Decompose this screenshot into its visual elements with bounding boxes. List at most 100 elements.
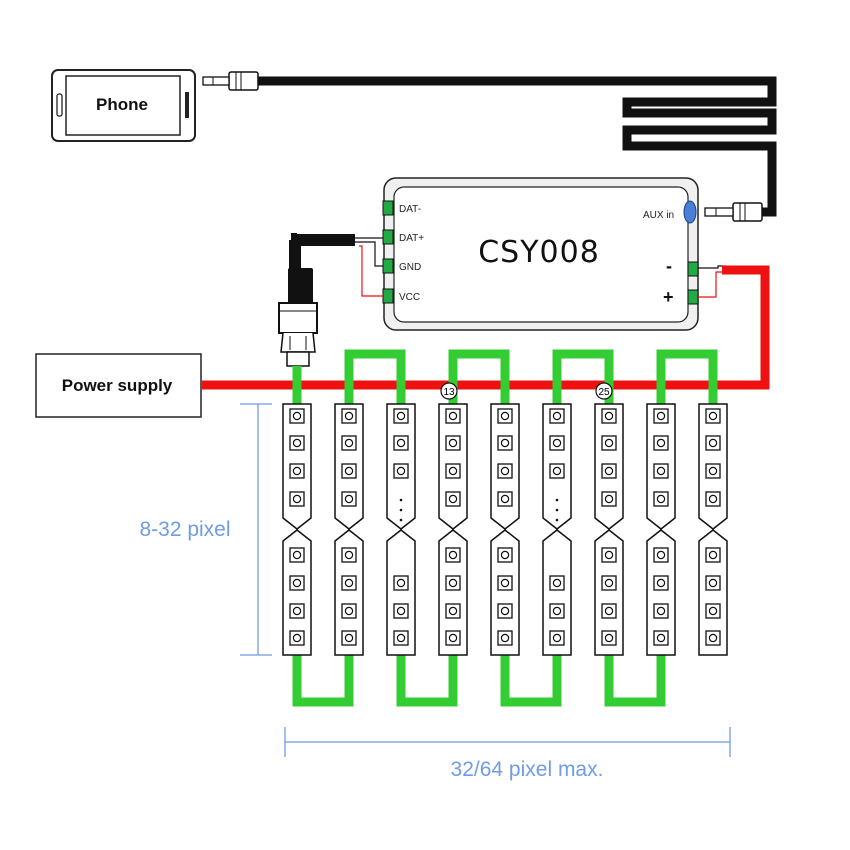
led-pixel — [549, 435, 565, 451]
led-pixel — [705, 463, 721, 479]
led-pixel — [289, 463, 305, 479]
led-pixel — [705, 435, 721, 451]
marker-25-label: 25 — [598, 387, 610, 398]
led-strip — [698, 403, 728, 656]
led-pixel — [289, 630, 305, 646]
led-pixel — [289, 575, 305, 591]
led-pixel — [705, 408, 721, 424]
led-pixel — [497, 575, 513, 591]
led-strip — [646, 403, 676, 656]
pin-dat-minus-label: DAT- — [399, 204, 421, 215]
plus-terminal — [687, 289, 699, 305]
pin-vcc-terminal — [382, 288, 394, 304]
led-strip-lower-segment — [542, 529, 572, 656]
power-wire — [202, 265, 770, 390]
led-pixel — [497, 630, 513, 646]
marker-13-label: 13 — [443, 387, 455, 398]
led-pixel — [653, 603, 669, 619]
led-strip — [282, 403, 312, 656]
led-pixel — [445, 463, 461, 479]
pin-gnd-terminal — [382, 258, 394, 274]
led-pixel — [653, 547, 669, 563]
led-pixel — [601, 547, 617, 563]
led-pixel — [341, 603, 357, 619]
led-strip — [542, 403, 572, 656]
led-pixel — [601, 630, 617, 646]
pin-gnd-label: GND — [399, 262, 421, 273]
aux-audio-plug — [704, 202, 763, 222]
led-strip — [386, 403, 416, 656]
controller-name: CSY008 — [478, 235, 600, 270]
led-pixel — [653, 575, 669, 591]
minus-terminal — [687, 261, 699, 277]
led-pixel — [497, 435, 513, 451]
led-pixel — [549, 463, 565, 479]
pin-vcc-label: VCC — [399, 292, 420, 303]
phone-label: Phone — [96, 95, 148, 114]
data-wire-top-bridge — [656, 349, 718, 408]
data-wire-bottom-bridge — [396, 652, 458, 707]
led-pixel — [445, 547, 461, 563]
led-strip — [490, 403, 520, 656]
led-pixel — [289, 603, 305, 619]
horizontal-dimension — [284, 727, 731, 757]
led-pixel — [601, 463, 617, 479]
led-strips — [282, 403, 728, 656]
led-pixel — [653, 491, 669, 507]
led-pixel — [445, 408, 461, 424]
pin-dat-plus-terminal — [382, 229, 394, 245]
led-pixel — [601, 408, 617, 424]
plus-label: + — [663, 287, 674, 307]
led-pixel — [393, 463, 409, 479]
led-pixel — [341, 408, 357, 424]
led-pixel — [445, 603, 461, 619]
led-pixel — [705, 603, 721, 619]
horizontal-dimension-label: 32/64 pixel max. — [451, 758, 604, 781]
led-pixel — [289, 435, 305, 451]
pin-dat-minus-terminal — [382, 200, 394, 216]
led-pixel — [705, 575, 721, 591]
led-pixel — [445, 491, 461, 507]
audio-cable — [202, 71, 777, 222]
led-pixel — [341, 463, 357, 479]
led-pixel — [445, 575, 461, 591]
led-strip — [334, 403, 364, 656]
data-wire-top-bridge — [448, 349, 510, 408]
audio-cable-path — [258, 76, 777, 217]
power-supply: Power supply — [35, 353, 202, 418]
led-pixel — [497, 463, 513, 479]
marker-25: 25 — [595, 382, 613, 400]
data-wire-bottom-bridge — [604, 652, 666, 707]
led-pixel — [653, 463, 669, 479]
aux-label: AUX in — [643, 210, 674, 221]
led-pixel — [289, 408, 305, 424]
aux-jack — [683, 200, 697, 224]
power-supply-label: Power supply — [62, 376, 173, 395]
phone-audio-plug — [202, 71, 259, 91]
led-pixel — [705, 491, 721, 507]
led-pixel — [341, 435, 357, 451]
led-pixel — [705, 547, 721, 563]
data-wire-top-bridge — [552, 349, 614, 408]
led-pixel — [653, 408, 669, 424]
led-pixel — [393, 630, 409, 646]
led-pixel — [653, 630, 669, 646]
pin-dat-plus-label: DAT+ — [399, 233, 424, 244]
continuation-dots — [555, 498, 559, 522]
led-pixel — [393, 575, 409, 591]
led-pixel — [601, 603, 617, 619]
led-pixel — [497, 603, 513, 619]
led-pixel — [549, 603, 565, 619]
led-pixel — [393, 603, 409, 619]
vertical-dimension-label: 8-32 pixel — [139, 518, 230, 541]
led-pixel — [653, 435, 669, 451]
led-strip — [594, 403, 624, 656]
led-pixel — [445, 435, 461, 451]
minus-label: - — [666, 256, 672, 276]
phone: Phone — [51, 69, 196, 142]
continuation-dots — [399, 498, 403, 522]
led-pixel — [341, 630, 357, 646]
led-pixel — [601, 491, 617, 507]
led-strip-lower-segment — [386, 529, 416, 656]
